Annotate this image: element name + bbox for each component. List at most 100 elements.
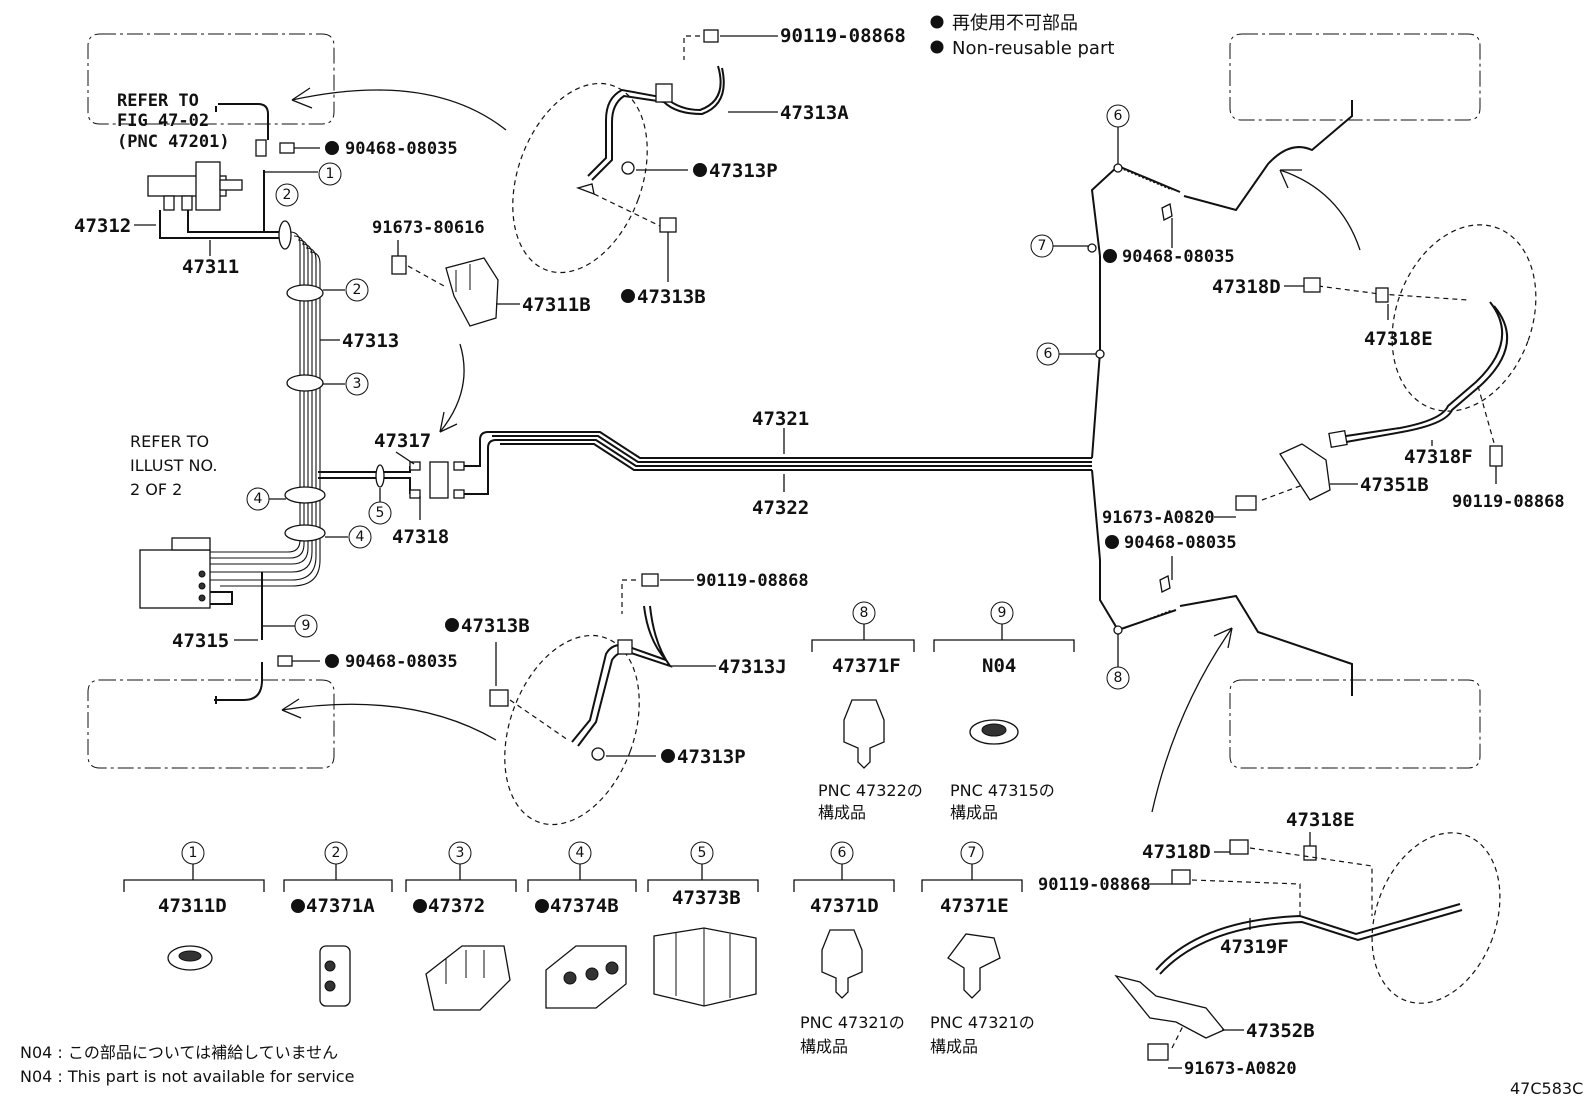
index-3: 3 [353, 376, 362, 392]
label-47321: 47321 [752, 408, 809, 430]
index-2a: 2 [283, 187, 292, 203]
label-47317: 47317 [374, 430, 431, 452]
label-90468-08035-b: 90468-08035 [345, 652, 458, 672]
kit-8-part: 47371F [832, 655, 901, 677]
kit-4: 4 47374B [527, 841, 637, 1009]
right-side-branches [1087, 100, 1353, 696]
figure-id: 47C583C [1510, 1079, 1583, 1098]
label-47318E-top: 47318E [1364, 328, 1433, 350]
kit-4-number: 4 [576, 845, 585, 861]
label-91673-A0820-b: 91673-A0820 [1184, 1059, 1297, 1079]
label-47311: 47311 [182, 256, 239, 278]
reference-fig-text: REFER TO FIG 47-02 (PNC 47201) [117, 91, 230, 152]
label-47318F: 47318F [1404, 446, 1473, 468]
kit-7-part: 47371E [940, 895, 1009, 917]
main-pipes [488, 431, 1092, 471]
part-labels: 90119-08868 47313A 47313P 47313B 90468-0… [74, 25, 1565, 1079]
label-47352B: 47352B [1246, 1020, 1315, 1042]
front-right-hose [489, 573, 673, 826]
label-47313P-top: 47313P [709, 160, 778, 182]
footnote-en: N04 : This part is not available for ser… [20, 1067, 354, 1086]
kit-7-number: 7 [968, 845, 977, 861]
label-47313J: 47313J [718, 656, 787, 678]
label-47313B-top: 47313B [637, 286, 706, 308]
index-8: 8 [1114, 670, 1123, 686]
rear-left-hose [1114, 832, 1501, 1061]
refer-illust-line1: REFER TO [130, 432, 209, 451]
kit-3-number: 3 [456, 845, 465, 861]
refer-fig-line3: (PNC 47201) [117, 132, 230, 152]
index-9: 9 [302, 618, 311, 634]
label-47313P-bottom: 47313P [677, 746, 746, 768]
index-4b: 4 [356, 529, 365, 545]
kit-8: 8 47371F PNC 47322の 構成品 [811, 601, 923, 822]
label-47318E-bottom: 47318E [1286, 809, 1355, 831]
index-6b: 6 [1044, 346, 1053, 362]
kit-6: 6 47371D PNC 47321の 構成品 [793, 841, 905, 1056]
junction-branch [318, 431, 497, 499]
label-47319F: 47319F [1220, 936, 1289, 958]
label-47318D-top: 47318D [1212, 276, 1281, 298]
label-90119-08868-right: 90119-08868 [1452, 492, 1565, 512]
footnotes: N04 : この部品については補給していません N04 : This part … [20, 1043, 354, 1086]
label-91673-80616: 91673-80616 [372, 218, 485, 238]
label-47322: 47322 [752, 497, 809, 519]
index-7: 7 [1038, 238, 1047, 254]
vertical-pipe-bundle [148, 231, 326, 587]
front-left-hose [512, 29, 725, 274]
label-47313B-bottom: 47313B [461, 615, 530, 637]
kit-5-part: 47373B [672, 887, 741, 909]
legend-jp: 再使用不可部品 [952, 13, 1078, 34]
label-47313A: 47313A [780, 102, 849, 124]
kit-2: 2 47371A [283, 841, 393, 1007]
legend: 再使用不可部品 Non-reusable part [930, 13, 1114, 59]
kit-9-note1: PNC 47315の [950, 781, 1055, 800]
index-4a: 4 [254, 491, 263, 507]
kit-3-part: 47372 [428, 895, 485, 917]
index-circles: 1 2 2 3 4 4 5 6 7 6 8 9 [246, 104, 1130, 690]
kit-4-part: 47374B [550, 895, 619, 917]
kit-2-part: 47371A [306, 895, 375, 917]
label-47313: 47313 [342, 330, 399, 352]
kit-7-note1: PNC 47321の [930, 1013, 1035, 1032]
refer-fig-line1: REFER TO [117, 91, 199, 111]
refer-fig-line2: FIG 47-02 [117, 111, 209, 131]
kit-1-number: 1 [189, 845, 198, 861]
kit-3: 3 47372 [405, 841, 517, 1011]
kit-8-note2: 構成品 [818, 803, 866, 822]
label-90119-08868-mid: 90119-08868 [696, 571, 809, 591]
clip-47311B [391, 255, 499, 327]
kit-7: 7 47371E PNC 47321の 構成品 [921, 841, 1035, 1056]
refer-illust-line2: ILLUST NO. [130, 456, 217, 475]
label-90468-08035-d: 90468-08035 [1124, 533, 1237, 553]
direction-arrows [281, 87, 1361, 813]
label-91673-A0820-a: 91673-A0820 [1102, 508, 1215, 528]
kit-7-note2: 構成品 [930, 1037, 978, 1056]
master-cylinder-area [147, 103, 292, 250]
label-47311B: 47311B [522, 294, 591, 316]
footnote-jp: N04 : この部品については補給していません [20, 1043, 338, 1062]
reference-boxes [87, 33, 1481, 769]
index-1: 1 [326, 166, 335, 182]
actuator-block [139, 537, 263, 704]
kit-5: 5 47373B [647, 841, 759, 1007]
label-47318D-bottom: 47318D [1142, 841, 1211, 863]
kit-6-number: 6 [838, 845, 847, 861]
label-90119-08868-bottom: 90119-08868 [1038, 875, 1151, 895]
label-47351B: 47351B [1360, 474, 1429, 496]
kit-1-part: 47311D [158, 895, 227, 917]
label-90468-08035-c: 90468-08035 [1122, 247, 1235, 267]
kit-9-note2: 構成品 [950, 803, 998, 822]
kit-6-part: 47371D [810, 895, 879, 917]
label-47312: 47312 [74, 215, 131, 237]
kit-8-number: 8 [860, 605, 869, 621]
kit-6-note1: PNC 47321の [800, 1013, 905, 1032]
kit-9-number: 9 [998, 605, 1007, 621]
kit-9-part: N04 [982, 655, 1016, 677]
index-6a: 6 [1114, 108, 1123, 124]
legend-en: Non-reusable part [952, 38, 1114, 59]
kit-9: 9 N04 PNC 47315の 構成品 [933, 601, 1075, 822]
reference-illust-text: REFER TO ILLUST NO. 2 OF 2 [130, 432, 217, 499]
label-47318: 47318 [392, 526, 449, 548]
